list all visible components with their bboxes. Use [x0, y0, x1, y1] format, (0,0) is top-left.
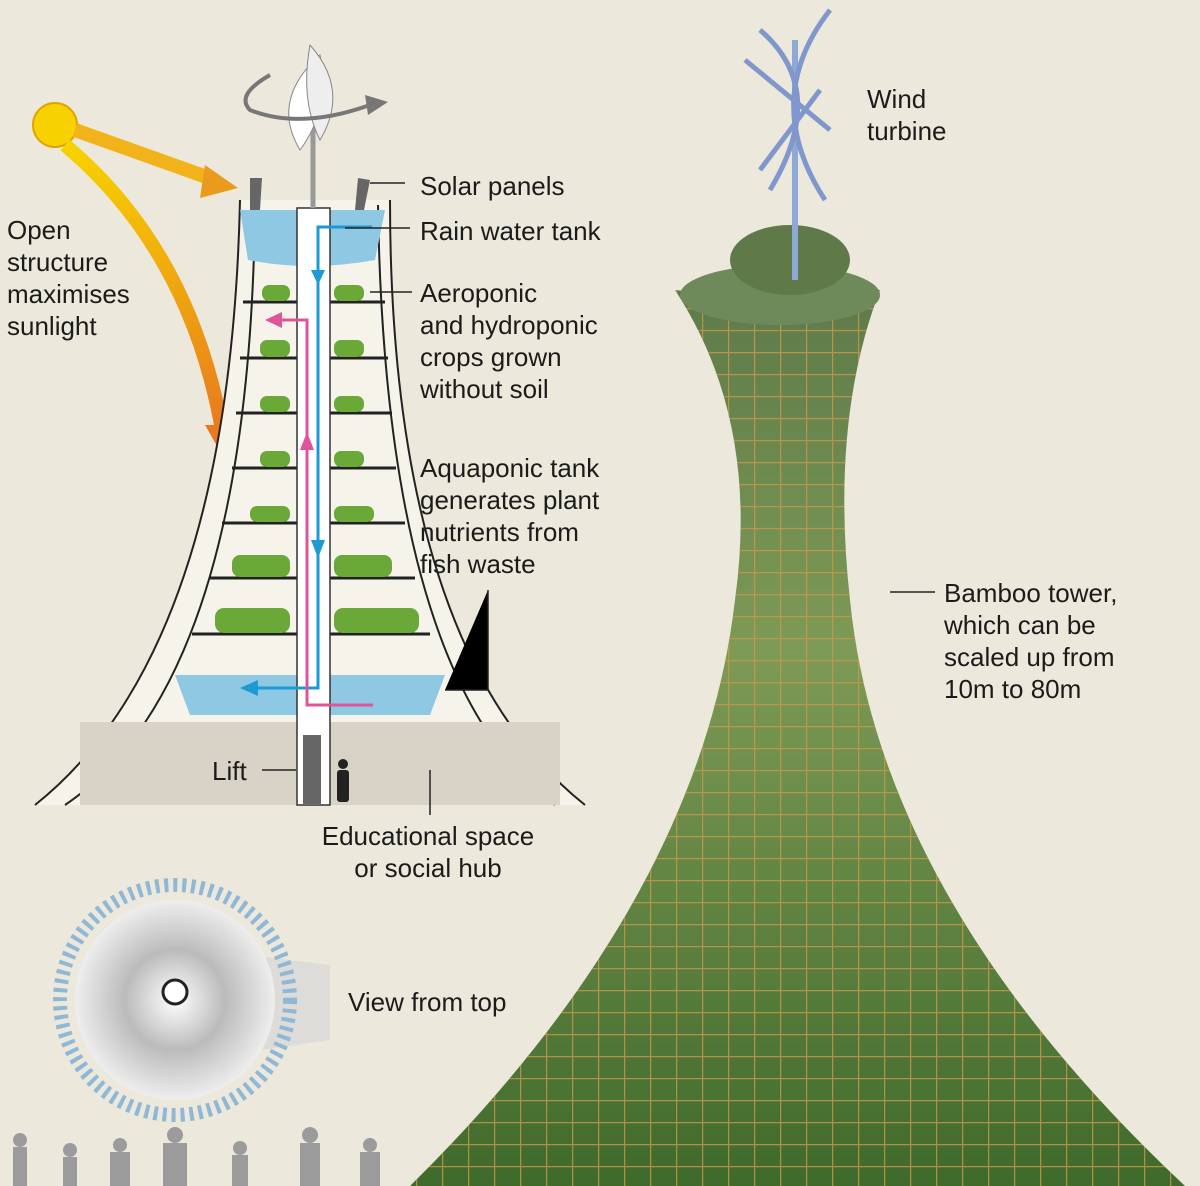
label-aquaponic-tank: Aquaponic tank generates plant nutrients… [420, 453, 600, 579]
water-flow-arrow [255, 225, 372, 690]
label-wind-turbine: Wind turbine [867, 84, 947, 146]
label-bamboo-tower: Bamboo tower, which can be scaled up fro… [944, 578, 1118, 704]
bamboo-tower [410, 225, 1185, 1186]
label-crops: Aeroponic and hydroponic crops grown wit… [420, 278, 598, 404]
lift [303, 735, 321, 805]
crowd-silhouettes [13, 1127, 380, 1186]
solar-panel [250, 178, 262, 210]
central-shaft [296, 207, 331, 806]
crops [215, 285, 419, 633]
person-icon [337, 759, 349, 802]
top-view [53, 878, 330, 1122]
nutrient-flow-arrow [278, 318, 373, 707]
label-open-structure: Open structure maximises sunlight [7, 215, 130, 341]
solar-panel [355, 178, 370, 210]
label-view-from-top: View from top [348, 987, 507, 1017]
label-rain-water-tank: Rain water tank [420, 216, 601, 246]
label-educational-space: Educational space or social hub [321, 821, 535, 883]
wind-turbine [743, 8, 832, 280]
wind-turbine-small [243, 43, 388, 208]
cross-section [34, 43, 935, 815]
label-lift: Lift [212, 756, 247, 786]
label-solar-panels: Solar panels [420, 171, 565, 201]
sunlight-arrows [60, 123, 240, 465]
